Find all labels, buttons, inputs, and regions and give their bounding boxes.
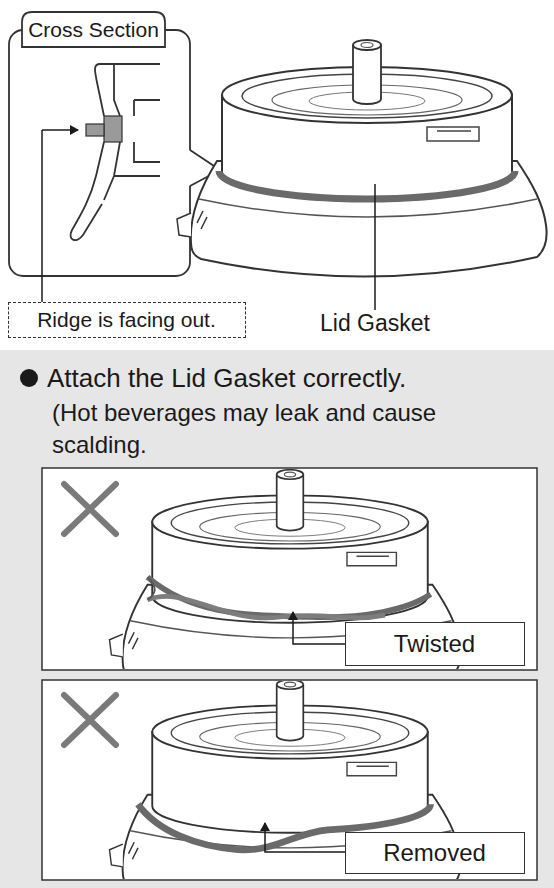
box-text: Cross Section [22,12,165,47]
heading-tab [22,12,165,47]
cross-section-box: Cross Section [8,10,191,278]
main-lid [177,40,547,277]
frame [9,30,190,276]
box-text: Attach the Lid Gasket correctly. [47,363,527,393]
callout-wedge-outline [190,150,220,186]
callout-wedge [189,150,220,186]
note-box: Ridge is facing out. [8,302,246,338]
leader-line [374,184,376,312]
box-text: Ridge is facing out. [9,303,244,336]
caption-box: Removed [345,832,525,874]
caption-box: Twisted [345,622,525,666]
lid-drawing [177,40,547,277]
box-text: Twisted [346,623,523,664]
part-label: Lid Gasket [300,310,450,337]
box-body-text: (Hot beverages may leak and cause scaldi… [52,397,532,461]
lid-gasket [219,171,515,199]
instruction-band: Attach the Lid Gasket correctly. (Hot bev… [0,350,554,888]
box-text: Removed [346,833,523,872]
box-outline [8,10,191,278]
